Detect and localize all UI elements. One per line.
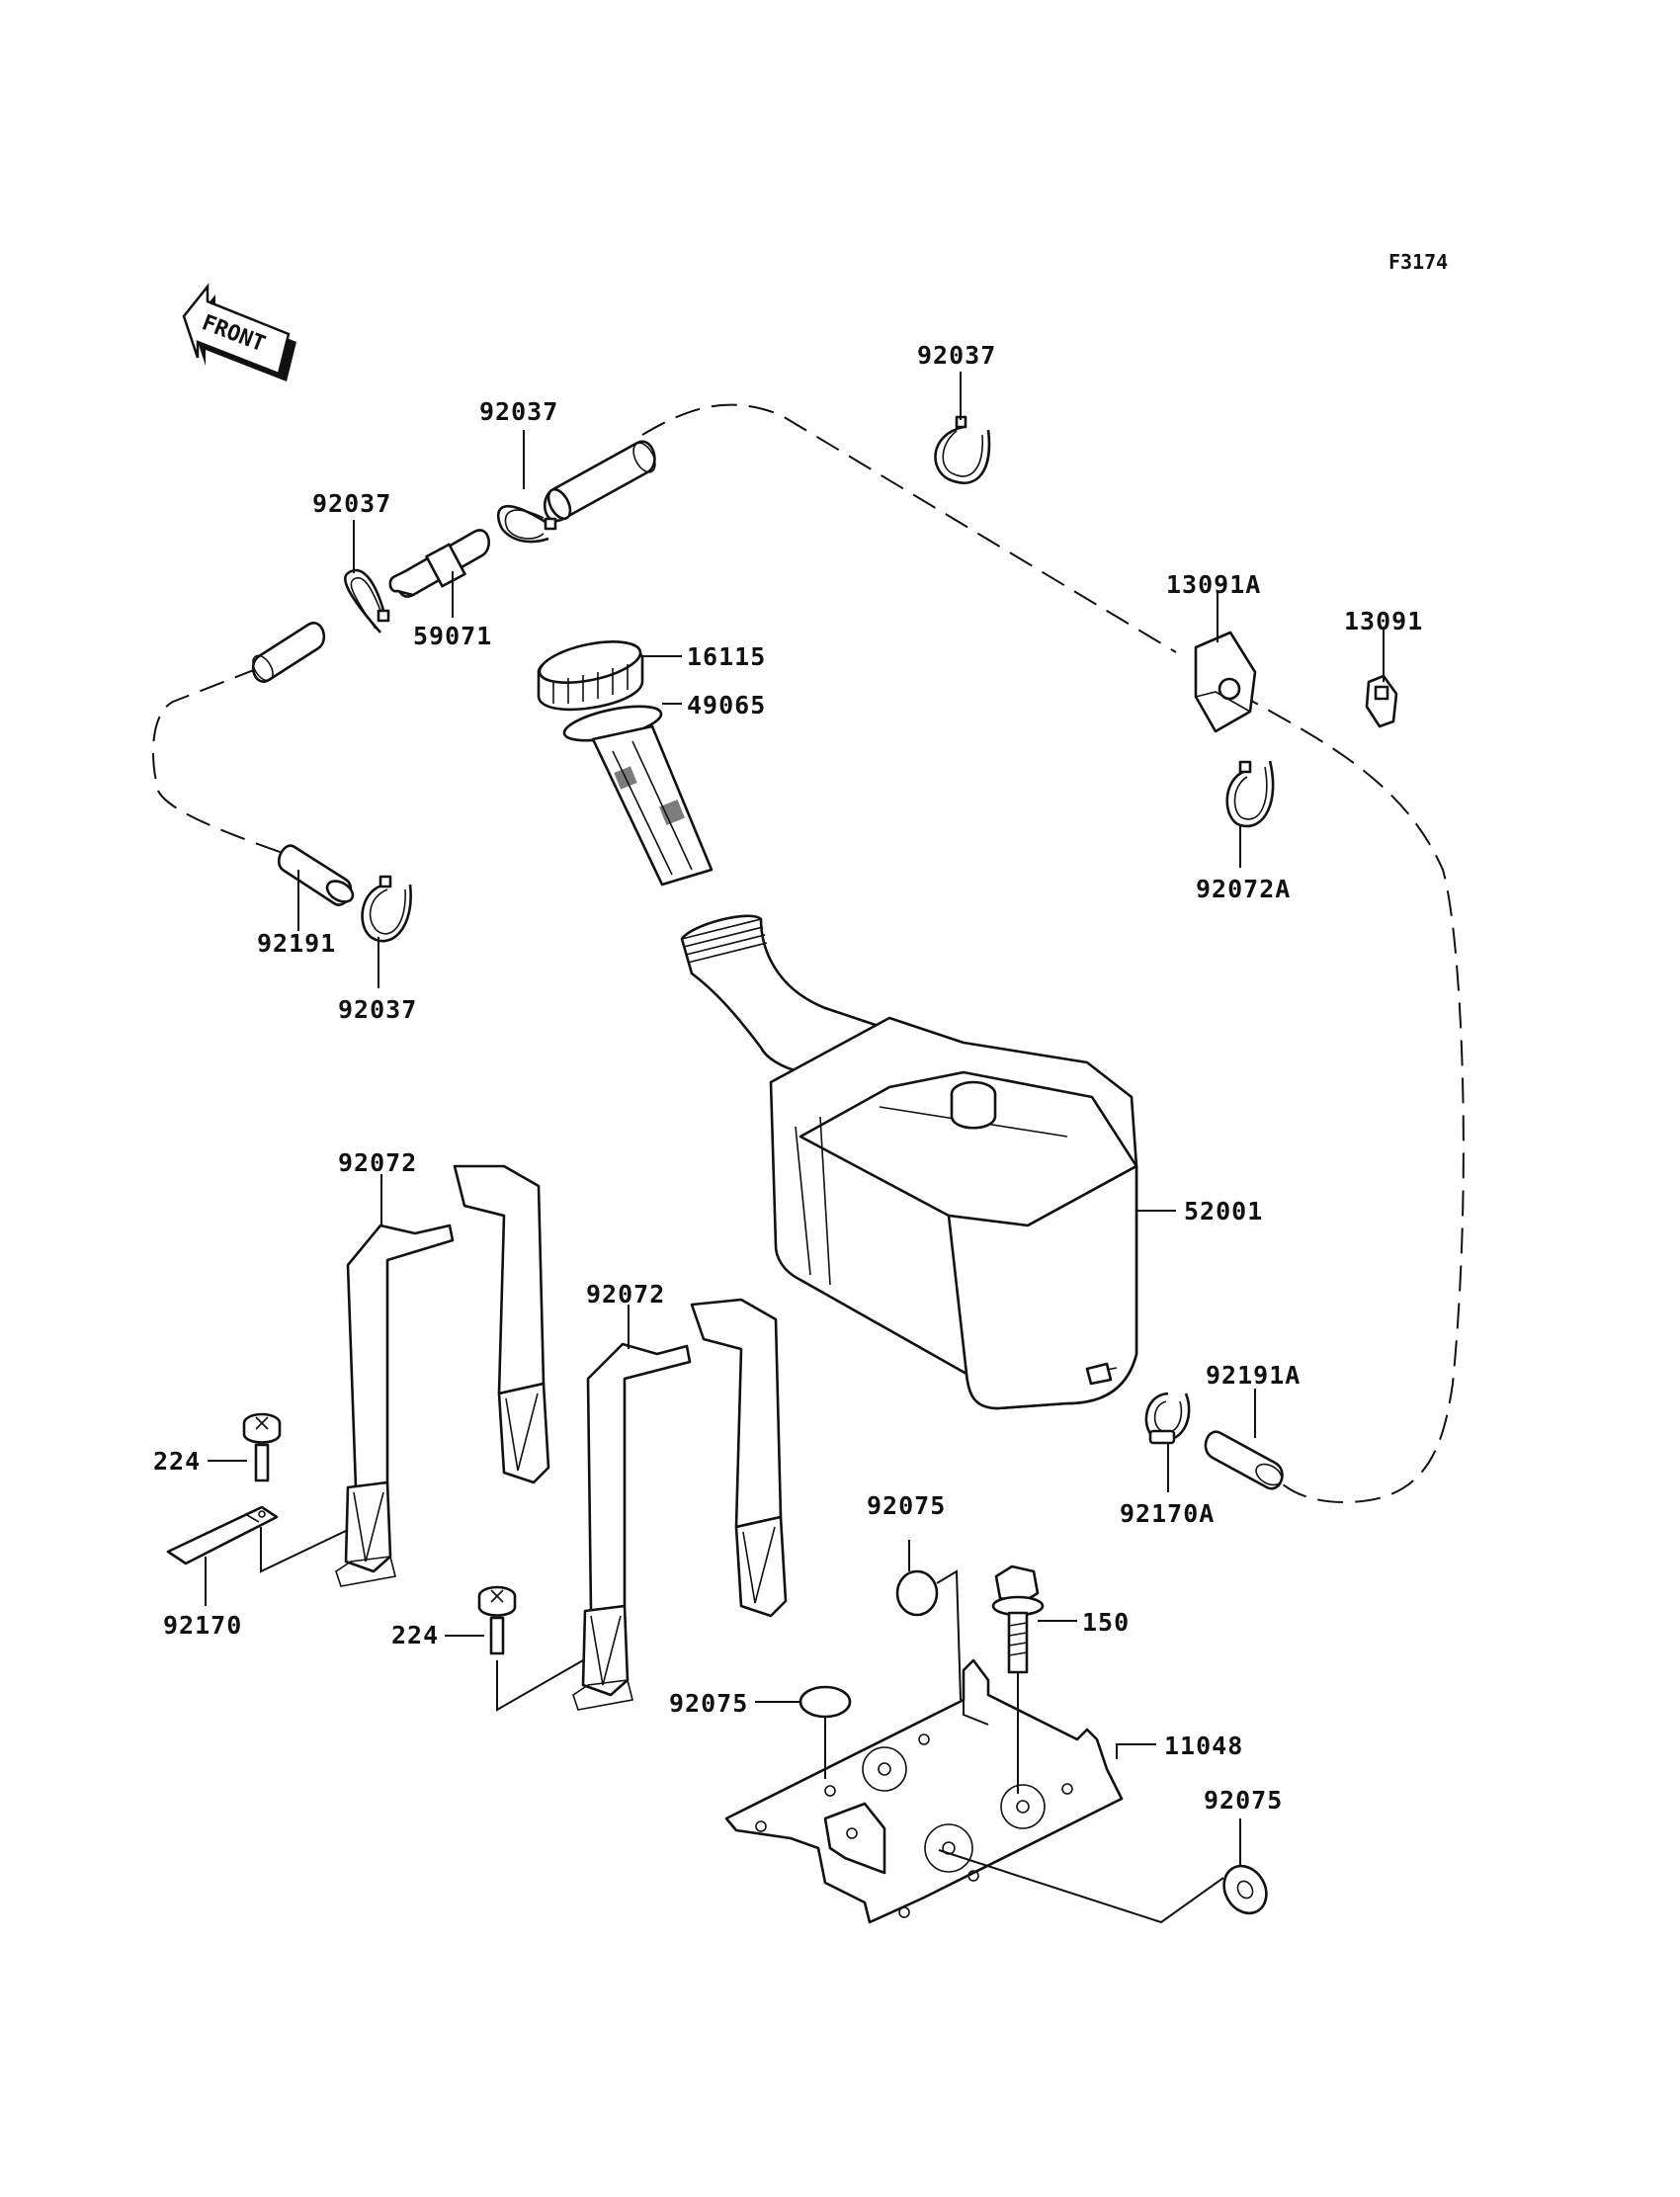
callout-92072-left: 92072 <box>338 1148 417 1177</box>
callout-92170A: 92170A <box>1120 1499 1215 1528</box>
hose-92191 <box>277 844 355 906</box>
clamp-92037-left <box>344 568 390 634</box>
check-valve-59071 <box>388 529 490 598</box>
clamp-92037-top-right <box>934 415 991 484</box>
callout-224-mid: 224 <box>391 1621 439 1649</box>
callout-92037-top-right: 92037 <box>917 341 996 370</box>
grommet-92075-mid <box>798 1685 852 1719</box>
callout-224-left: 224 <box>153 1447 201 1476</box>
hose-routing <box>152 403 1465 1504</box>
callout-49065: 49065 <box>687 691 766 719</box>
clamp-92037-low <box>361 875 412 943</box>
clamp-92072A <box>1225 760 1275 828</box>
callout-13091A: 13091A <box>1166 570 1261 599</box>
bolt-224-mid <box>477 1585 517 1655</box>
callout-92075-top: 92075 <box>867 1491 946 1520</box>
callout-11048: 11048 <box>1164 1732 1243 1760</box>
band-92072-mid <box>572 1298 788 1711</box>
figure-code: F3174 <box>1388 250 1448 274</box>
hose-92191A <box>1204 1430 1284 1490</box>
leader-lines <box>205 372 1385 1924</box>
bolt-150 <box>991 1564 1045 1674</box>
callout-labels: 92037 92037 92037 59071 16115 49065 1309… <box>153 341 1423 1815</box>
strap-92170 <box>166 1505 279 1565</box>
callout-92191: 92191 <box>257 929 336 958</box>
callout-92170: 92170 <box>163 1611 242 1640</box>
band-92072-left <box>335 1164 550 1587</box>
callout-59071: 59071 <box>413 622 492 650</box>
holder-13091A <box>1194 631 1257 733</box>
strainer-49065 <box>562 705 714 887</box>
front-arrow-icon: FRONT <box>182 283 296 381</box>
callout-92191A: 92191A <box>1206 1361 1301 1390</box>
clip-13091 <box>1365 674 1398 728</box>
grommet-92075-top <box>895 1569 939 1617</box>
callout-92037-left: 92037 <box>312 489 391 518</box>
bolt-224-left <box>242 1412 282 1482</box>
clamp-92037-mid <box>496 504 557 544</box>
callout-92072-mid: 92072 <box>586 1280 665 1309</box>
hose-left-upper <box>251 622 326 683</box>
callout-92072A: 92072A <box>1196 875 1291 903</box>
callout-92075-right: 92075 <box>1204 1786 1283 1815</box>
filler-cap-16115 <box>537 640 644 712</box>
callout-92075-mid: 92075 <box>669 1689 748 1718</box>
callout-150: 150 <box>1082 1608 1130 1637</box>
clamp-92170A <box>1144 1392 1191 1445</box>
bracket-plate-11048 <box>724 1658 1124 1924</box>
callout-16115: 16115 <box>687 642 766 671</box>
callout-13091: 13091 <box>1344 607 1423 635</box>
callout-92037-mid: 92037 <box>479 397 558 426</box>
callout-92037-low: 92037 <box>338 995 417 1024</box>
callout-52001: 52001 <box>1184 1197 1263 1225</box>
oil-tank-52001 <box>680 914 1138 1410</box>
hose-upper <box>544 440 656 523</box>
washer-92075-right <box>1222 1864 1268 1915</box>
